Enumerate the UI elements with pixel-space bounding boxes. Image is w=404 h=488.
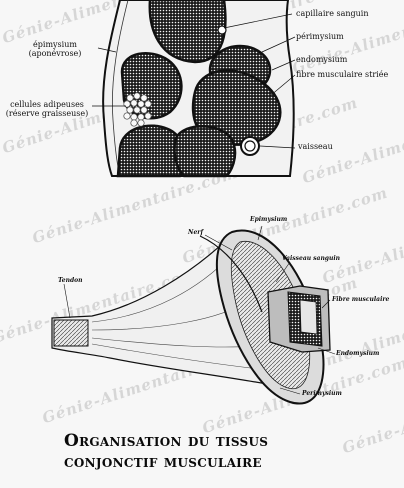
label-adipeuses-line2: (réserve graisseuse) [5, 109, 89, 118]
capillary [217, 25, 227, 35]
fascicle-bottom-mid [173, 125, 237, 178]
vessel [240, 136, 260, 156]
label-capillaire: capillaire sanguin [296, 9, 369, 18]
title-line1: Organisation du tissus [64, 431, 269, 451]
muscle-diagram [51, 225, 336, 405]
label-fibre-musculaire: Fibre musculaire [332, 296, 390, 303]
label-perimysium-2: Perimysium [302, 390, 342, 397]
label-epimysium-line1: épimysium [33, 40, 77, 49]
label-epimysium: épimysium (aponévrose) [10, 40, 100, 58]
title-line2: conjonctif musculaire [64, 452, 262, 472]
label-epimysium-line2: (aponévrose) [28, 49, 82, 58]
label-nerf: Nerf [188, 229, 204, 236]
label-endomysium: endomysium [296, 55, 348, 64]
cross-section-leaders [92, 13, 296, 149]
label-vaisseau: vaisseau [298, 142, 333, 151]
label-adipeuses: cellules adipeuses (réserve graisseuse) [2, 100, 92, 118]
label-fibre: fibre musculaire striée [296, 70, 389, 79]
label-adipeuses-line1: cellules adipeuses [10, 100, 84, 109]
fascicle-top [148, 0, 227, 64]
label-perimysium: périmysium [296, 32, 344, 41]
muscle-leaders [63, 225, 336, 395]
fascicle-bundle [267, 285, 331, 353]
cross-section [92, 0, 296, 178]
label-epimysium-2: Epimysium [250, 216, 288, 223]
label-endomysium-2: Endomysium [336, 350, 380, 357]
label-tendon: Tendon [58, 277, 83, 284]
adipose-cells [123, 92, 152, 127]
label-vaisseau-sanguin: Vaisseau sanguin [282, 255, 341, 262]
fascicle-right [191, 69, 282, 146]
